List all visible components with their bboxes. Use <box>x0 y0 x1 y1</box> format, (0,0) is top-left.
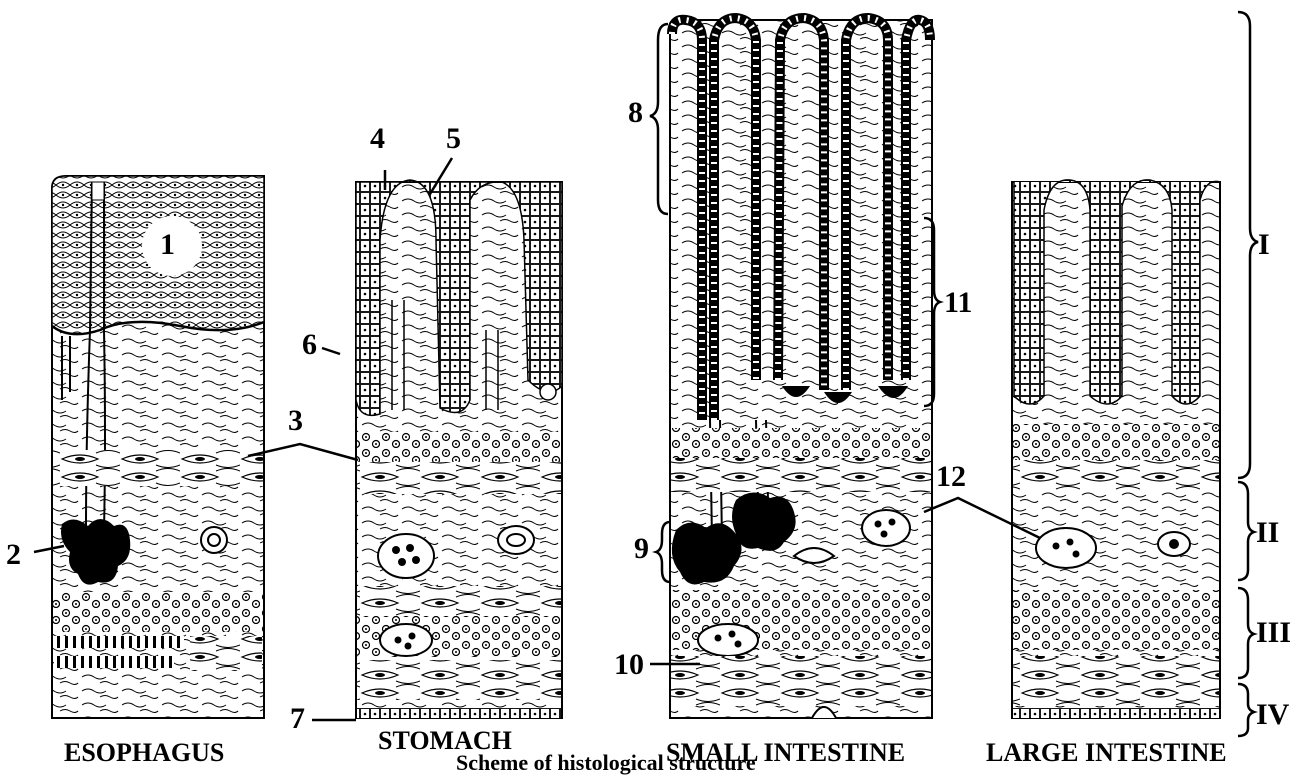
label-12: 12 <box>936 462 966 492</box>
label-3: 3 <box>288 406 303 436</box>
label-7: 7 <box>290 704 305 734</box>
layer-label-III: III <box>1256 618 1291 648</box>
label-2: 2 <box>6 540 21 570</box>
layer-label-I: I <box>1258 230 1270 260</box>
stomach-section <box>356 180 562 718</box>
label-8: 8 <box>628 98 643 128</box>
layer-label-II: II <box>1256 518 1279 548</box>
layer-label-IV: IV <box>1256 700 1289 730</box>
large-intestine-section <box>1012 180 1220 718</box>
label-5: 5 <box>446 124 461 154</box>
label-11: 11 <box>944 288 972 318</box>
esophagus-section <box>52 176 264 718</box>
small-intestine-section <box>670 18 932 718</box>
label-10: 10 <box>614 650 644 680</box>
label-4: 4 <box>370 124 385 154</box>
label-1: 1 <box>160 230 175 260</box>
organ-title-large-intestine: LARGE INTESTINE <box>986 740 1227 766</box>
label-9: 9 <box>634 534 649 564</box>
figure-caption: Scheme of histological structure <box>456 752 756 774</box>
organ-title-esophagus: ESOPHAGUS <box>64 740 224 766</box>
label-6: 6 <box>302 330 317 360</box>
